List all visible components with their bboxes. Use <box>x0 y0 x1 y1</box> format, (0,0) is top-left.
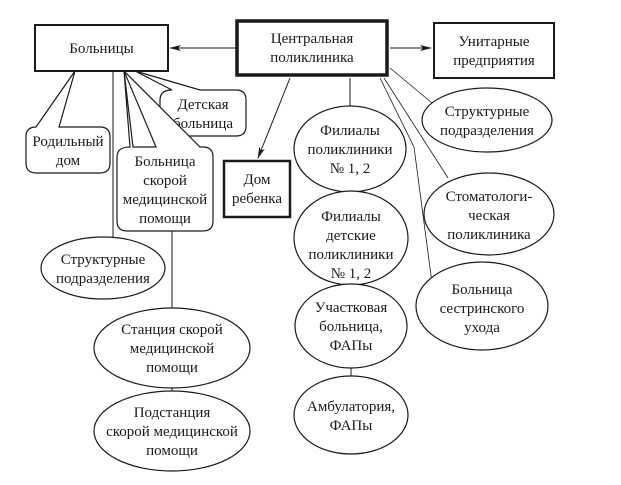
node-branches-children: Филиалы детские поликлиники № 1, 2 <box>293 190 409 286</box>
node-ems-substation-label-2: скорой медицинской <box>106 424 238 440</box>
edge-central-struct-right <box>389 67 433 104</box>
node-branches-clinic: Филиалы поликлиники № 1, 2 <box>293 105 407 193</box>
node-emergency-hospital-label-4: помощи <box>139 211 191 227</box>
node-central-label-2: поликлиника <box>270 50 354 66</box>
node-emergency-hospital-label-3: медицинской <box>123 192 207 208</box>
node-maternity-label-1: Родильный <box>32 134 103 150</box>
node-ems-station-label-2: медицинской <box>130 341 214 357</box>
node-ambulatory-label-1: Амбулатория, <box>307 399 395 415</box>
node-struct-left-label-1: Структурные <box>61 252 146 268</box>
node-branches-clinic-label-3: № 1, 2 <box>330 161 371 177</box>
node-struct-right-label-2: подразделения <box>440 123 534 139</box>
node-children-hospital-label-2: больница <box>173 116 233 132</box>
node-orphanage-label-2: ребенка <box>232 191 282 207</box>
node-struct-left-label-2: подразделения <box>56 271 150 287</box>
node-district-hospital: Участковая больница, ФАПы <box>294 283 408 369</box>
node-emergency-hospital-label-2: скорой <box>143 173 187 189</box>
node-branches-children-label-2: детские <box>326 228 376 244</box>
node-children-hospital-label-1: Детская <box>177 97 228 113</box>
node-ems-substation: Подстанция скорой медицинской помощи <box>93 390 251 472</box>
node-ems-substation-label-3: помощи <box>146 443 198 459</box>
node-ems-station-label-1: Станция скорой <box>121 322 223 338</box>
edge-central-orphanage <box>257 77 291 159</box>
node-branches-children-label-4: № 1, 2 <box>331 266 372 282</box>
node-ems-station: Станция скорой медицинской помощи <box>93 307 251 389</box>
node-maternity: Родильный дом <box>25 70 111 174</box>
node-emergency-hospital-label-1: Больница <box>135 154 196 170</box>
node-branches-children-label-3: поликлиники <box>308 247 393 263</box>
node-district-hospital-label-1: Участковая <box>315 300 388 316</box>
node-district-hospital-label-3: ФАПы <box>330 338 373 354</box>
node-nursing: Больница сестринского ухода <box>415 261 549 351</box>
edge-central-dental <box>383 77 449 179</box>
node-central-label-1: Центральная <box>271 31 354 47</box>
node-nursing-label-2: сестринского <box>440 301 525 317</box>
node-maternity-label-2: дом <box>56 153 81 169</box>
node-orphanage-label-1: Дом <box>244 172 271 188</box>
node-ambulatory-label-2: ФАПы <box>330 418 373 434</box>
node-hospitals-label: Больницы <box>69 41 133 57</box>
node-branches-children-label-1: Филиалы <box>321 209 381 225</box>
node-branches-clinic-label-2: поликлиники <box>307 142 392 158</box>
node-struct-right-label-1: Структурные <box>445 104 530 120</box>
node-central-clinic: Центральная поликлиника <box>235 19 389 77</box>
node-ems-station-label-3: помощи <box>146 360 198 376</box>
node-ems-substation-label-1: Подстанция <box>134 405 211 421</box>
node-struct-left: Структурные подразделения <box>40 236 166 300</box>
node-unitary-label-2: предприятия <box>453 53 535 69</box>
edge-central-nursing <box>379 77 433 284</box>
node-unitary: Унитарные предприятия <box>433 22 555 79</box>
node-orphanage: Дом ребенка <box>222 159 292 219</box>
node-dental: Стоматологи- ческая поликлиника <box>423 172 555 256</box>
node-nursing-label-1: Больница <box>452 282 513 298</box>
node-struct-right: Структурные подразделения <box>421 87 553 153</box>
node-emergency-hospital: Больница скорой медицинской помощи <box>116 70 214 232</box>
node-dental-label-3: поликлиника <box>447 227 531 243</box>
node-dental-label-1: Стоматологи- <box>446 189 533 205</box>
node-district-hospital-label-2: больница, <box>319 319 383 335</box>
node-unitary-label-1: Унитарные <box>458 34 529 50</box>
node-hospitals: Больницы <box>34 24 169 72</box>
node-branches-clinic-label-1: Филиалы <box>320 123 380 139</box>
node-ambulatory: Амбулатория, ФАПы <box>293 375 409 455</box>
node-nursing-label-3: ухода <box>464 320 500 336</box>
node-dental-label-2: ческая <box>468 208 510 224</box>
